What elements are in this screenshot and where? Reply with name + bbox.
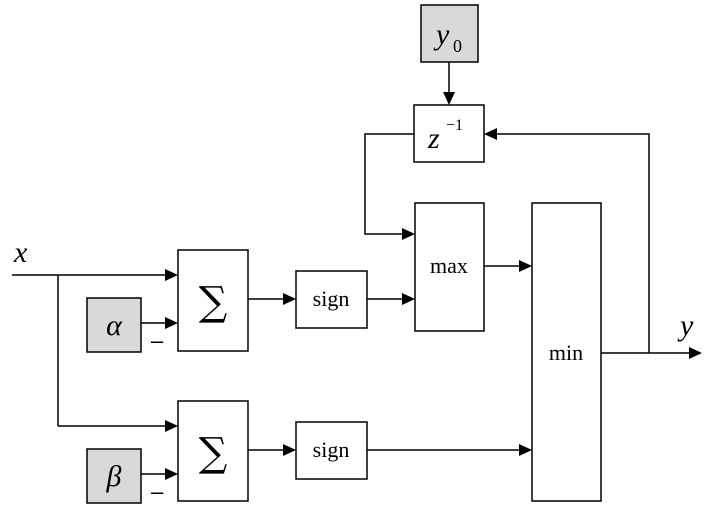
sign-block-top: sign — [295, 270, 368, 329]
sign-bottom-label: sign — [313, 437, 350, 462]
arrow-beta-to-sum-bottom — [165, 468, 178, 480]
output-signal-label: y — [677, 309, 694, 342]
arrow-alpha-to-sum-top — [165, 317, 178, 329]
arrow-delay-to-max — [402, 228, 415, 240]
max-label: max — [430, 253, 468, 278]
sum-bottom-label: ∑ — [199, 430, 228, 476]
arrow-max-to-min — [519, 260, 532, 272]
arrow-x-to-sum-bottom — [165, 420, 178, 432]
alpha-block: α — [86, 297, 142, 353]
arrow-x-to-sum-top — [165, 269, 178, 281]
arrow-feedback-to-delay — [484, 128, 497, 140]
y0-block: y 0 — [420, 4, 479, 63]
sum-block-top: ∑ — [177, 249, 249, 352]
minus-sign-top: – — [151, 328, 164, 353]
arrow-sign-to-min — [519, 444, 532, 456]
sum-block-bottom: ∑ — [177, 400, 249, 502]
sign-top-label: sign — [313, 286, 350, 311]
arrow-sum-to-sign-bottom — [283, 444, 296, 456]
y0-subscript: 0 — [453, 36, 462, 56]
wires — [12, 62, 690, 475]
min-label: min — [549, 340, 583, 365]
arrow-sign-to-max — [402, 293, 415, 305]
y0-label: y — [433, 18, 450, 51]
delay-block: z −1 — [413, 104, 485, 163]
input-signal-label: x — [13, 236, 28, 269]
sign-block-bottom: sign — [295, 421, 368, 480]
min-block: min — [531, 202, 602, 502]
alpha-label: α — [106, 309, 123, 342]
arrow-output-y — [689, 347, 702, 359]
delay-label: z — [427, 122, 440, 155]
arrow-y0-to-delay — [443, 92, 455, 105]
minus-sign-bottom: – — [151, 479, 164, 504]
arrowheads — [165, 92, 702, 480]
sum-top-label: ∑ — [199, 279, 228, 325]
delay-superscript: −1 — [446, 117, 463, 134]
max-block: max — [414, 202, 485, 332]
beta-label: β — [106, 460, 122, 493]
beta-block: β — [86, 448, 142, 504]
arrow-sum-to-sign-top — [283, 293, 296, 305]
